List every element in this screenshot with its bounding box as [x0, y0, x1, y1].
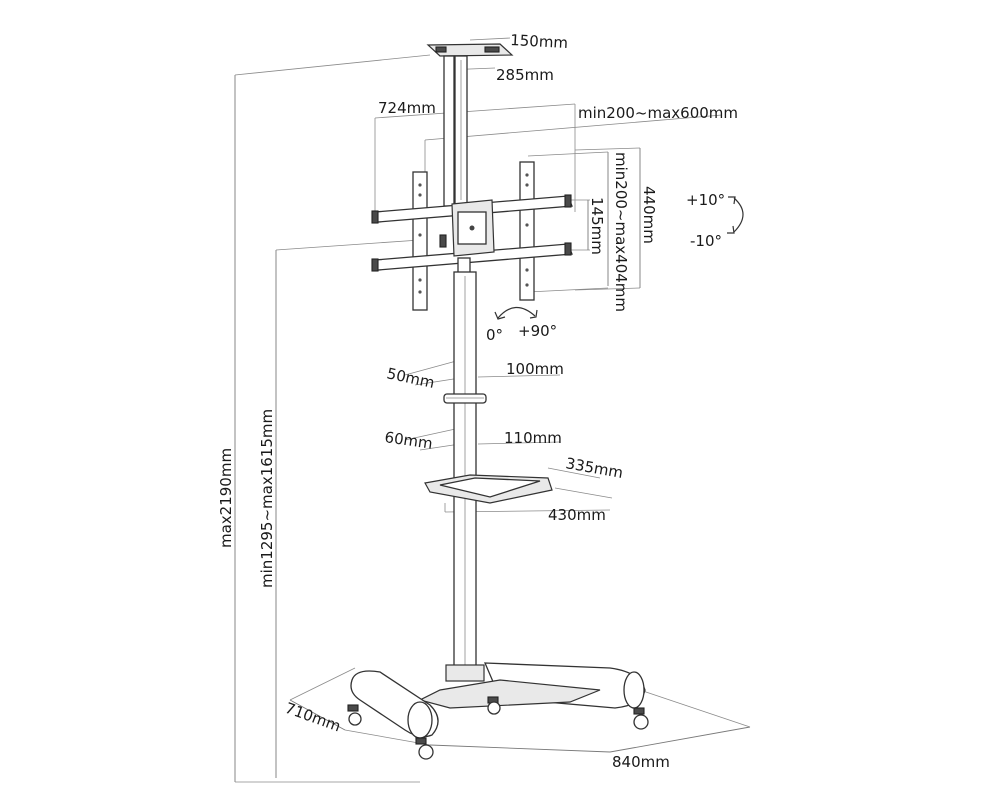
- label-ceiling-plate-depth: 150mm: [510, 31, 569, 52]
- caster-front-left: [347, 704, 362, 726]
- label-vesa-vertical: min200~max404mm: [612, 152, 630, 312]
- label-shelf-depth: 335mm: [564, 454, 624, 482]
- label-rotate-end: +90°: [518, 322, 557, 340]
- label-rotate-start: 0°: [486, 326, 503, 344]
- caster-rear-right: [633, 707, 649, 730]
- ceiling-column: [443, 55, 468, 207]
- label-shelf-width: 430mm: [548, 506, 606, 524]
- rotation-arrow-icon: [494, 306, 538, 320]
- tv-bracket: [371, 161, 573, 311]
- label-clamp-upper-width: 100mm: [506, 360, 564, 378]
- label-ceiling-plate-width: 285mm: [496, 66, 554, 84]
- label-base-width: 840mm: [612, 753, 670, 771]
- label-bracket-width: 724mm: [378, 99, 436, 117]
- label-tilt-down: -10°: [690, 232, 722, 250]
- tv-stand: [347, 43, 649, 760]
- label-bracket-height: 440mm: [640, 186, 658, 244]
- caster-front-right: [415, 737, 434, 760]
- label-arm-spacing: 145mm: [588, 197, 606, 255]
- tilt-arrow-icon: [727, 196, 744, 234]
- cable-clamp: [443, 393, 487, 404]
- ceiling-plate: [426, 43, 514, 57]
- base: [347, 662, 649, 760]
- label-clamp-lower-width: 110mm: [504, 429, 562, 447]
- label-vesa-horizontal: min200~max600mm: [578, 104, 738, 122]
- label-clamp-lower-depth: 60mm: [383, 428, 433, 453]
- label-mount-height: min1295~max1615mm: [258, 409, 276, 588]
- label-total-height: max2190mm: [217, 448, 235, 548]
- caster-rear-left: [487, 696, 501, 715]
- label-base-depth: 710mm: [283, 699, 344, 736]
- shelf: [424, 474, 553, 504]
- label-tilt-up: +10°: [686, 191, 725, 209]
